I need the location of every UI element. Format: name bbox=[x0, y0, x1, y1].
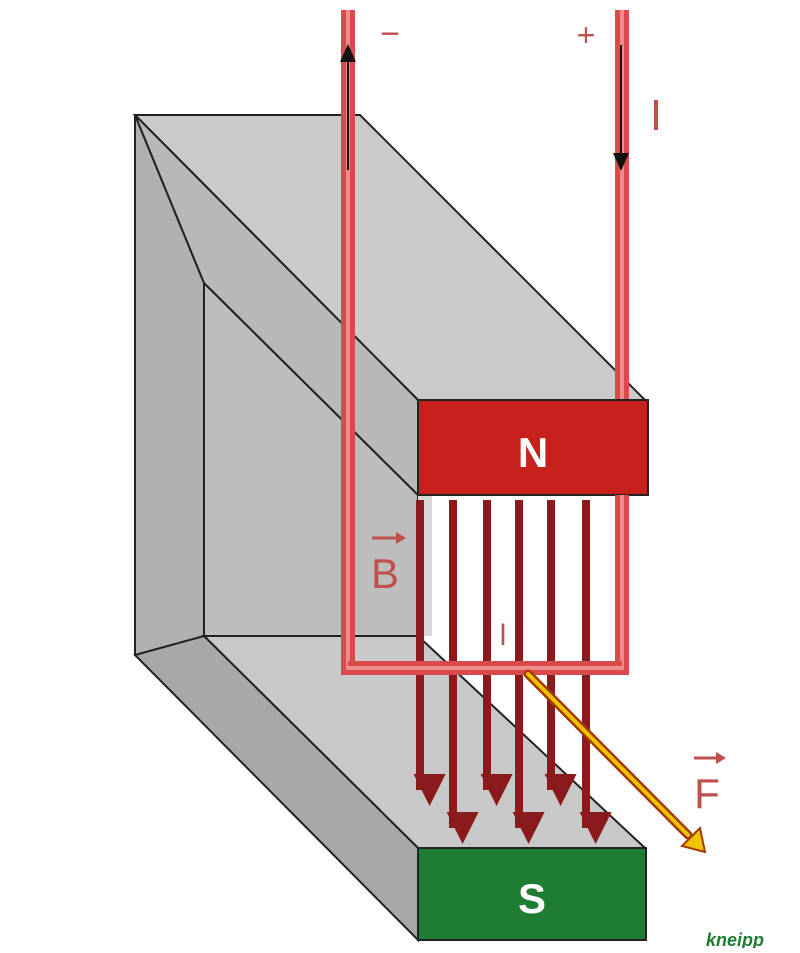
current-direction-arrows bbox=[340, 44, 629, 171]
force-arrow bbox=[523, 669, 707, 854]
current-arrow-up-head bbox=[340, 44, 356, 62]
north-pole: N bbox=[417, 399, 649, 496]
plus-terminal-label: + bbox=[577, 17, 596, 53]
north-pole-label: N bbox=[518, 429, 548, 476]
force-label: F bbox=[694, 770, 720, 817]
length-label: l bbox=[500, 619, 507, 652]
south-pole-label: S bbox=[518, 875, 546, 922]
force-arrow-head bbox=[680, 825, 707, 854]
force-vector-label: F bbox=[694, 752, 726, 817]
current-label: I bbox=[650, 91, 662, 140]
watermark: kneipp bbox=[706, 930, 764, 948]
current-arrow-down-head bbox=[613, 153, 629, 171]
horseshoe-magnet bbox=[132, 114, 648, 943]
field-vector-label: B bbox=[371, 532, 406, 597]
field-label: B bbox=[371, 550, 399, 597]
minus-terminal-label: − bbox=[380, 15, 400, 53]
south-pole: S bbox=[417, 847, 647, 941]
